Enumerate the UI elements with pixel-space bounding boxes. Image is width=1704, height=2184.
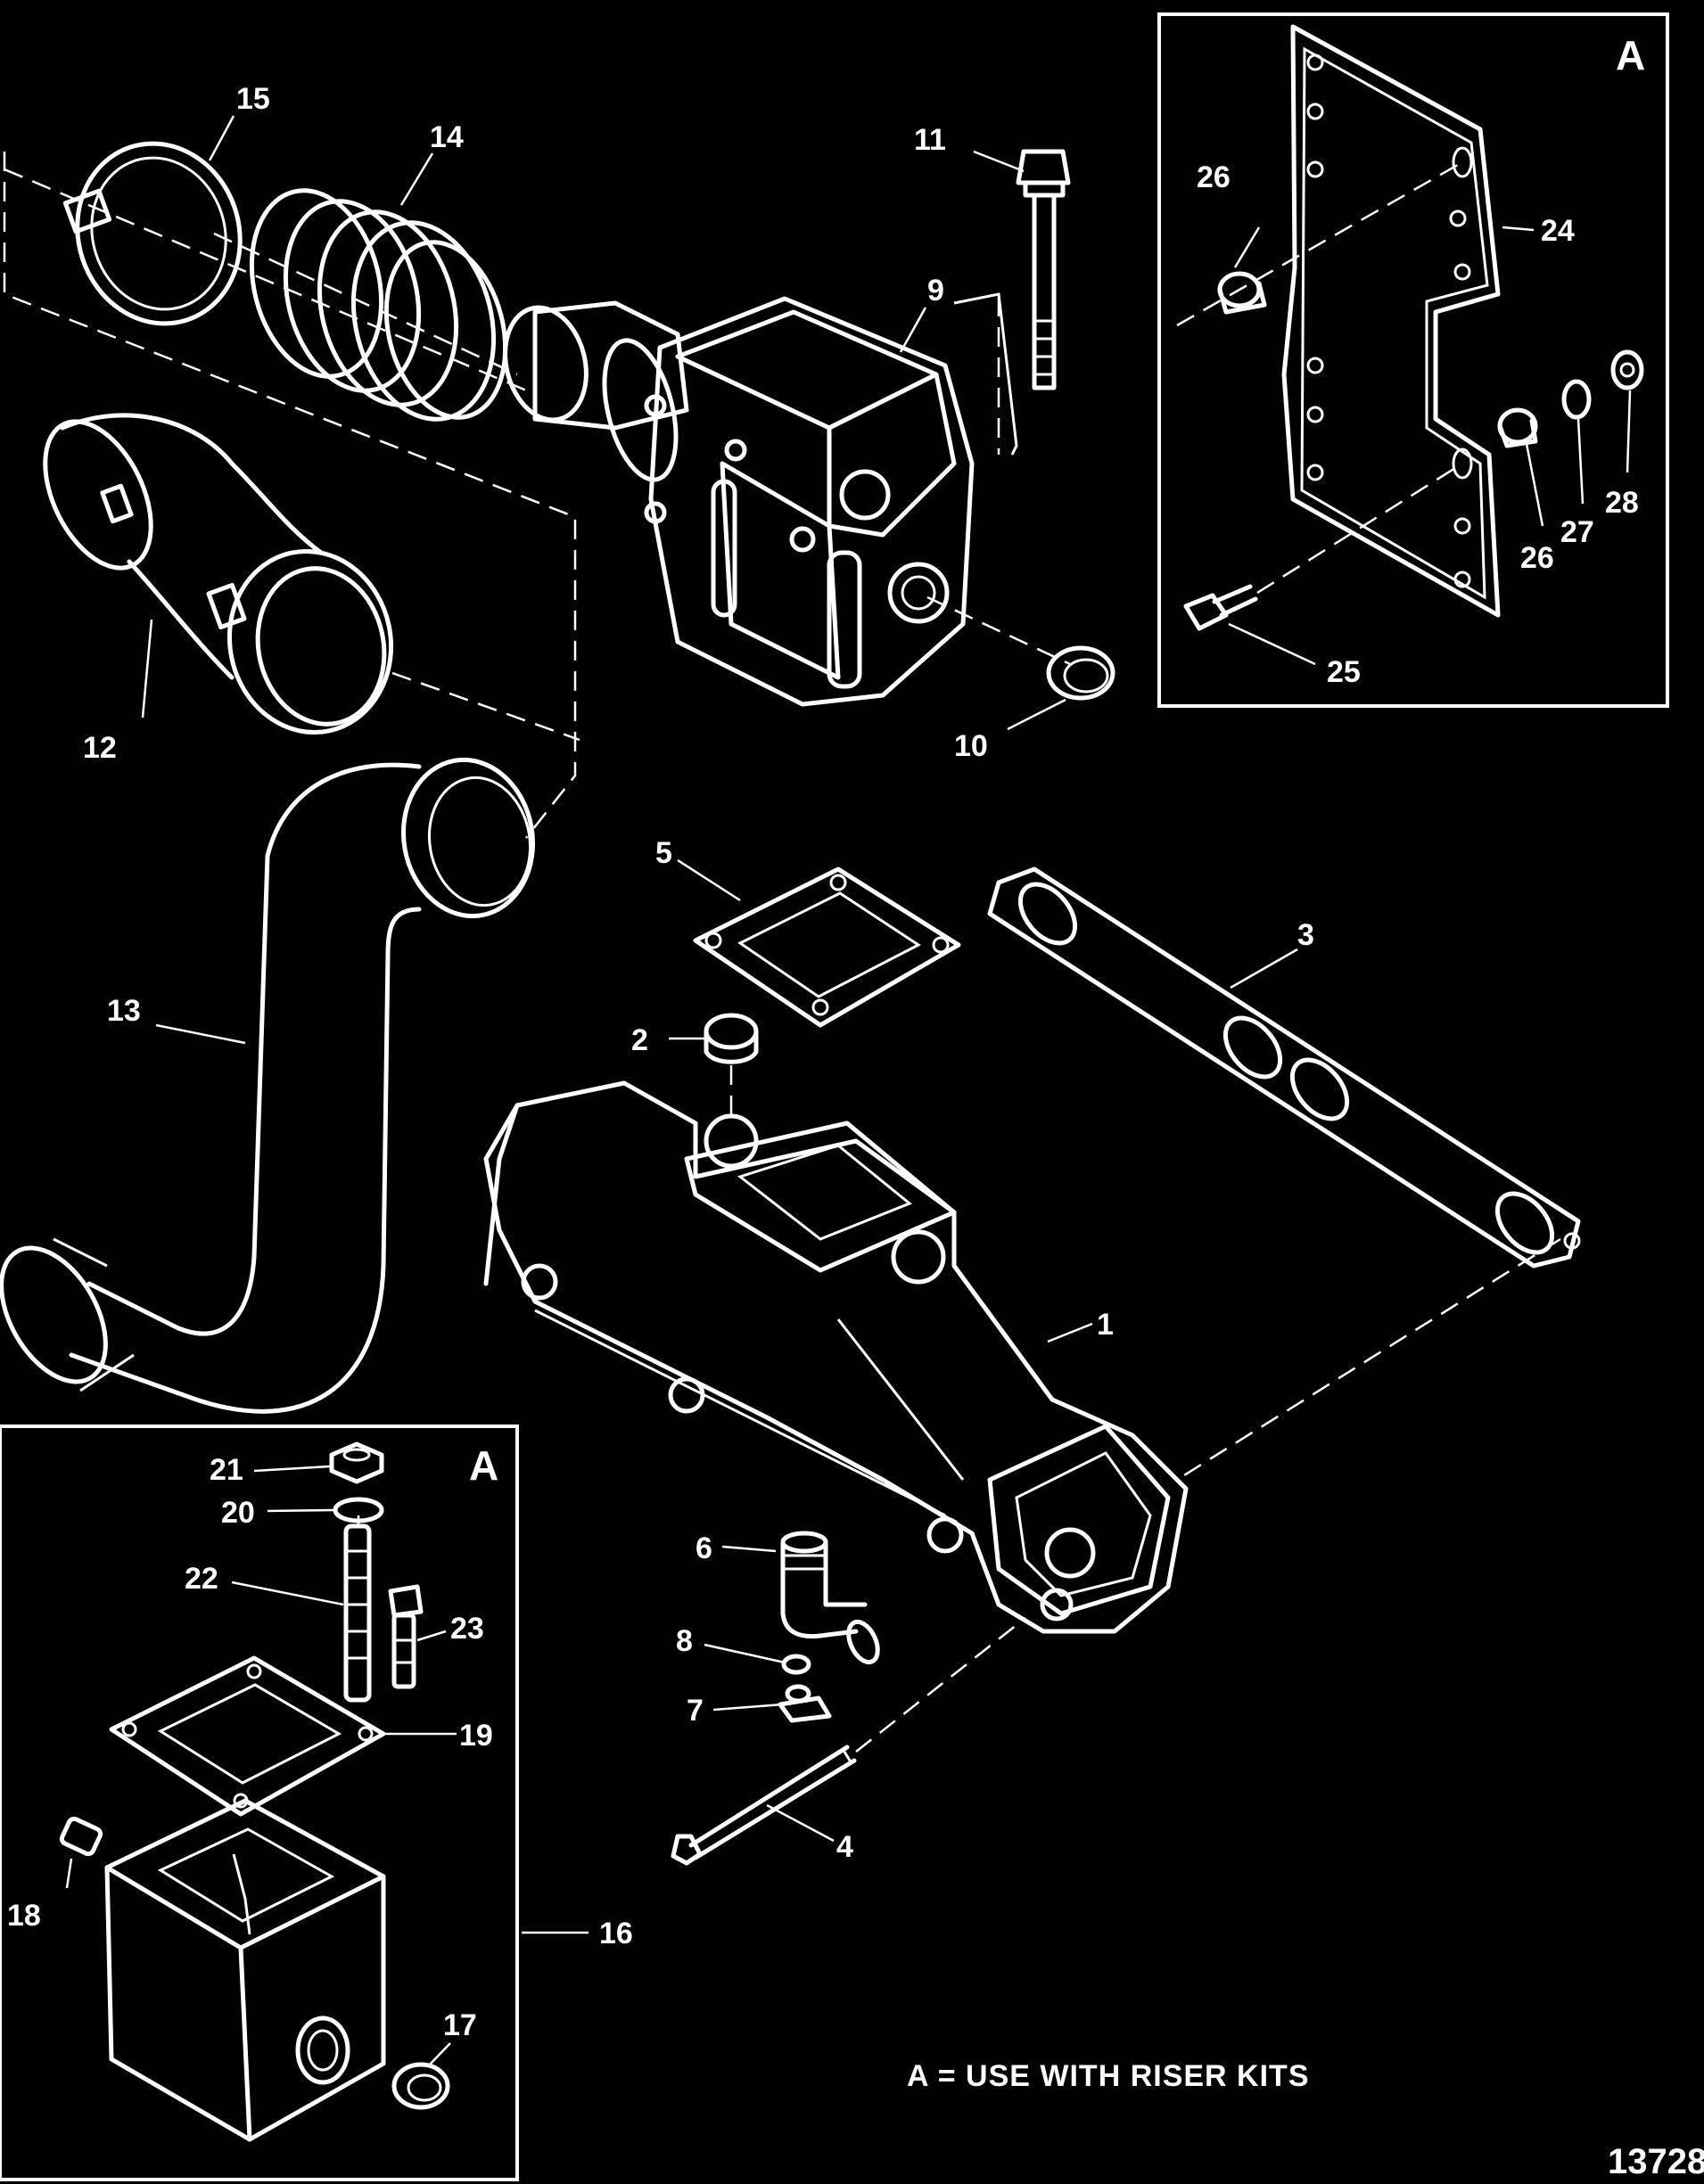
- part-4-stud: [671, 1745, 857, 1866]
- callout-5: 5: [655, 836, 672, 870]
- callout-11: 11: [914, 123, 946, 157]
- callout-25: 25: [1327, 655, 1361, 689]
- part-9-exhaust-elbow: [503, 292, 1018, 707]
- part-3-manifold-gasket: [987, 866, 1581, 1269]
- callout-8: 8: [676, 1624, 693, 1658]
- part-26-spacer-upper: [1217, 271, 1267, 315]
- leader-lines: [65, 115, 1632, 2067]
- callout-2: 2: [631, 1023, 648, 1057]
- part-18-pipe-plug: [59, 1816, 103, 1857]
- part-8-o-ring: [781, 1654, 811, 1675]
- drawing-number: 13728: [1608, 2142, 1704, 2181]
- part-2-pipe-plug: [704, 1013, 759, 1064]
- part-23-bolt: [388, 1584, 424, 1689]
- part-27-washer: [1561, 379, 1592, 420]
- callout-21: 21: [210, 1453, 243, 1487]
- callout-15: 15: [236, 82, 270, 116]
- callout-12: 12: [83, 731, 117, 765]
- callout-10: 10: [954, 729, 988, 763]
- inset-letter-top: A: [1616, 32, 1645, 78]
- part-26-spacer-lower: [1497, 407, 1538, 448]
- riser-kit-note: A = USE WITH RISER KITS: [907, 2059, 1310, 2093]
- part-12-exhaust-tube: [43, 413, 394, 735]
- callout-7: 7: [687, 1694, 704, 1728]
- inset-letter-bottom: A: [469, 1442, 498, 1489]
- callout-22: 22: [185, 1562, 218, 1596]
- part-7-drain-plug: [778, 1684, 832, 1723]
- part-19-gasket: [109, 1655, 386, 1817]
- part-22-stud: [343, 1523, 372, 1703]
- part-15-hose-clamp: [62, 141, 243, 326]
- part-6-hose-fitting: [780, 1531, 880, 1665]
- callout-24: 24: [1541, 214, 1575, 248]
- part-13-exhaust-pipe: [0, 757, 536, 1414]
- part-25-bolt: [1183, 584, 1258, 631]
- part-17-pipe-plug: [391, 2062, 450, 2110]
- callout-26-lower: 26: [1520, 541, 1554, 575]
- callout-3: 3: [1297, 918, 1314, 952]
- callout-1: 1: [1097, 1308, 1114, 1342]
- part-10-pipe-plug: [1046, 645, 1115, 701]
- part-28-nut: [1610, 349, 1644, 390]
- alignment-lines: [3, 152, 1561, 1753]
- callout-17: 17: [443, 2008, 477, 2042]
- inset-frame-top-right: [1157, 12, 1669, 708]
- callout-labels: 1 2 3 4 5 6 7 8 9 10 11 12 13 14 15 16 1…: [7, 82, 1639, 2042]
- callout-4: 4: [836, 1830, 853, 1864]
- callout-9: 9: [927, 274, 944, 308]
- callout-28: 28: [1605, 486, 1639, 520]
- part-11-bolt: [1016, 149, 1071, 390]
- callout-18: 18: [7, 1899, 41, 1933]
- part-1-exhaust-manifold: [483, 1080, 1189, 1634]
- part-24-mounting-bracket: [1281, 24, 1501, 618]
- callout-6: 6: [696, 1531, 712, 1565]
- callout-19: 19: [459, 1719, 493, 1753]
- callout-27: 27: [1560, 515, 1594, 549]
- callout-26-upper: 26: [1197, 160, 1231, 194]
- callout-14: 14: [430, 120, 464, 154]
- callout-20: 20: [221, 1496, 255, 1530]
- callout-16: 16: [599, 1917, 633, 1950]
- callout-23: 23: [450, 1612, 484, 1646]
- part-21-nut: [329, 1441, 384, 1484]
- callout-13: 13: [107, 994, 141, 1028]
- part-16-riser: [104, 1798, 386, 2142]
- part-14-exhaust-bellows: [249, 188, 508, 422]
- inset-frame-bottom-left: [0, 1425, 519, 2181]
- part-5-riser-gasket: [693, 866, 961, 1028]
